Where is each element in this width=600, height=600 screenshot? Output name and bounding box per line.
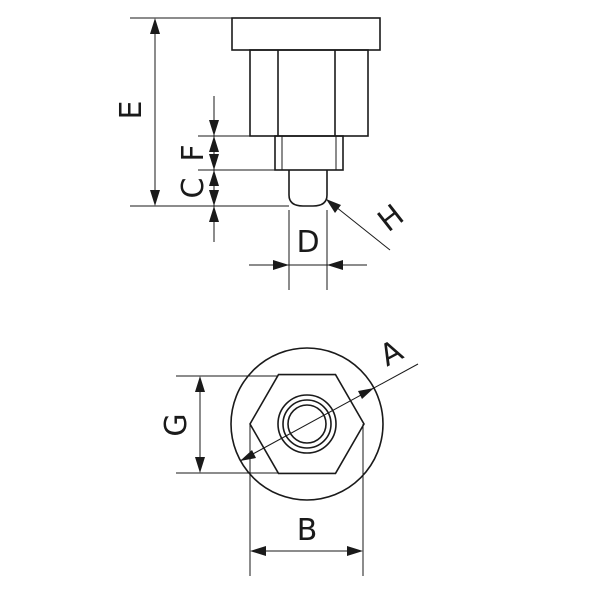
dimension-d: D [249, 210, 367, 290]
label-e: E [114, 101, 149, 120]
arrowhead [150, 18, 160, 34]
dimension-b: B [249, 424, 364, 576]
arrowhead [358, 388, 374, 399]
dimension-e: E [114, 17, 289, 207]
side-view [231, 17, 381, 207]
thread-outline [274, 135, 344, 171]
label-g: G [159, 413, 194, 436]
outer-circle [230, 347, 384, 501]
arrowhead [209, 170, 219, 186]
dimension-line [239, 363, 419, 462]
arrowhead [209, 190, 219, 206]
thread-circle [277, 394, 337, 454]
arrowhead [240, 450, 256, 461]
label-b: B [297, 513, 318, 548]
arrowhead [209, 206, 219, 222]
dimension-c-f: F C [176, 96, 275, 242]
thread-inner-circle [282, 399, 332, 449]
arrowhead [347, 546, 363, 556]
pin-circle [287, 404, 327, 444]
arrowhead [327, 260, 343, 270]
dimension-g: G [159, 375, 278, 474]
plunger-pin-outline [288, 170, 328, 207]
arrowhead [326, 199, 341, 213]
arrowhead [150, 190, 160, 206]
arrowhead [273, 260, 289, 270]
hex-body-outline [249, 49, 369, 137]
label-c: C [176, 178, 211, 199]
arrowhead [250, 546, 266, 556]
label-f: F [176, 144, 211, 161]
arrowhead [195, 376, 205, 392]
label-a: A [374, 333, 409, 374]
cap-outline [231, 17, 381, 51]
arrowhead [195, 457, 205, 473]
arrowhead [209, 136, 219, 152]
label-d: D [296, 225, 319, 260]
dimension-h: H [325, 198, 411, 251]
arrowhead [209, 120, 219, 136]
label-h: H [371, 198, 410, 239]
arrowhead [209, 154, 219, 170]
